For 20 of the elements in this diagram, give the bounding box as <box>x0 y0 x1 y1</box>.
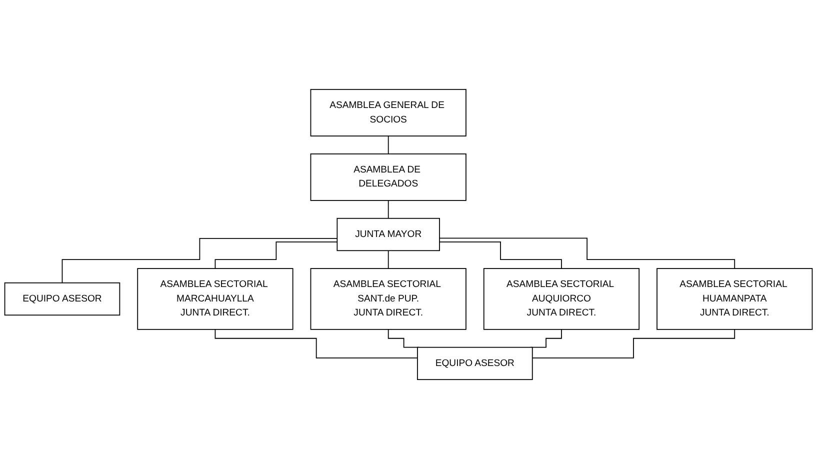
connector <box>532 328 736 358</box>
node-box: ASAMBLEA GENERAL DE SOCIOS <box>310 88 466 136</box>
connector <box>388 136 389 154</box>
connector <box>214 241 338 269</box>
node-box: ASAMBLEA SECTORIAL HUAMANPATA JUNTA DIRECT. <box>656 268 813 330</box>
node-box: JUNTA MAYOR <box>336 218 440 252</box>
node-box: EQUIPO ASESOR <box>417 346 533 380</box>
connector <box>388 328 420 348</box>
node-box: ASAMBLEA DE DELEGADOS <box>310 153 466 201</box>
node-box: EQUIPO ASESOR <box>4 282 120 316</box>
connector <box>388 200 389 219</box>
connector <box>439 241 562 269</box>
connector <box>62 238 338 284</box>
connector <box>214 328 418 358</box>
connector <box>439 238 736 269</box>
node-box: ASAMBLEA SECTORIAL SANT.de PUP. JUNTA DIRECT. <box>310 268 466 330</box>
node-box: ASAMBLEA SECTORIAL MARCAHUAYLLA JUNTA DIRECT. <box>137 268 294 330</box>
connector <box>530 328 562 348</box>
node-box: ASAMBLEA SECTORIAL AUQUIORCO JUNTA DIRECT. <box>483 268 640 330</box>
connector <box>388 250 389 269</box>
